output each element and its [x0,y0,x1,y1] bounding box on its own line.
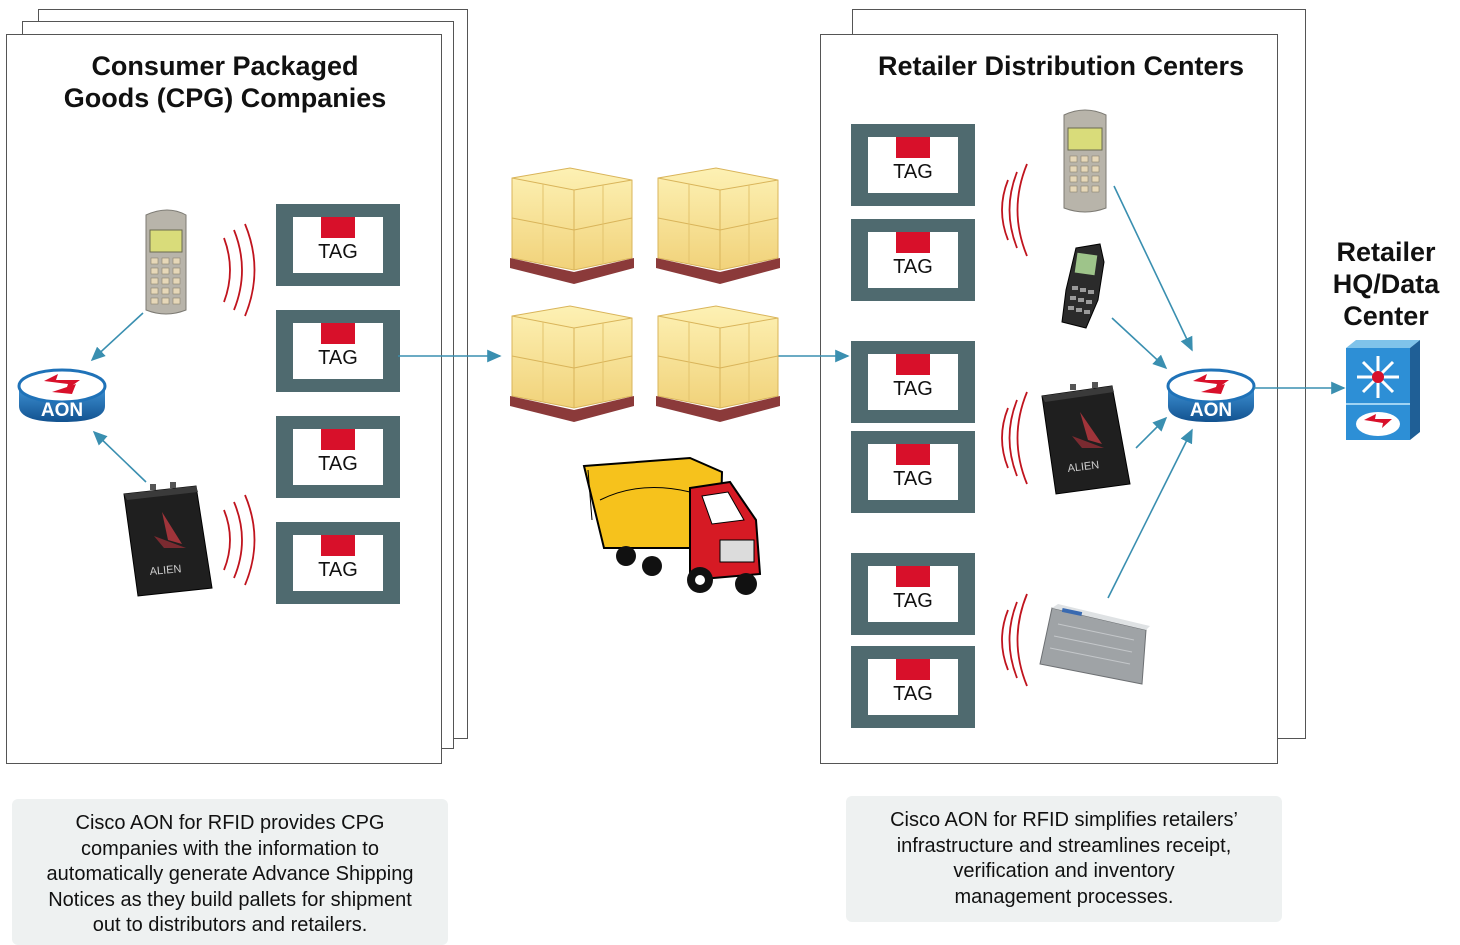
caption-line: verification and inventory [953,860,1175,882]
left-signal-waves-1 [223,223,256,317]
caption-line: Cisco AON for RFID provides CPG [75,812,385,834]
truck-icon [582,456,762,595]
tag-label: TAG [893,378,933,400]
right-tag-3: TAG [851,341,975,423]
alien-reader-icon: ALIEN [123,482,213,597]
pallet-icon-1 [510,167,634,284]
caption-line: out to distributors and retailers. [92,914,368,936]
right-aon-router-icon: AON [1166,368,1256,422]
right-signal-waves-1 [1001,163,1028,257]
tag-label: TAG [318,559,358,581]
tag-label: TAG [318,453,358,475]
right-alien-reader-icon: ALIEN [1041,382,1131,495]
mobile-computer-icon [1061,243,1105,329]
right-title-text: Retailer Distribution Centers [877,51,1245,81]
handheld-reader-icon [145,209,187,315]
arrow-alien-to-aon [92,430,147,483]
right-aon-label: AON [1190,400,1232,421]
right-handheld-reader-icon [1063,109,1107,213]
left-tag-3: TAG [276,416,400,498]
pallet-icon-3 [510,305,634,422]
tag-label: TAG [318,347,358,369]
right-tag-6: TAG [851,646,975,728]
arrow-mobile-to-aon [1111,317,1168,370]
left-panel-title: Consumer Packaged Goods (CPG) Companies [20,50,430,114]
left-tag-4: TAG [276,522,400,604]
right-signal-waves-2 [1001,391,1028,485]
tag-label: TAG [893,683,933,705]
tag-label: TAG [893,590,933,612]
left-signal-waves-2 [223,494,256,586]
tag-label: TAG [893,468,933,490]
pallet-icon-4 [656,305,780,422]
hq-line1: Retailer [1336,237,1436,267]
left-caption: Cisco AON for RFID provides CPG companie… [12,799,448,945]
left-tag-1: TAG [276,204,400,286]
right-signal-waves-3 [1001,593,1028,687]
tag-label: TAG [893,256,933,278]
tag-label: TAG [893,161,933,183]
left-tag-2: TAG [276,310,400,392]
hq-label: Retailer HQ/Data Center [1316,236,1456,332]
gateway-reader-icon [1039,604,1150,685]
caption-line: companies with the information to [81,837,379,860]
pallet-icon-2 [656,167,780,284]
right-tag-1: TAG [851,124,975,206]
left-aon-router-icon: AON [17,368,107,422]
left-title-line2: Goods (CPG) Companies [63,83,387,113]
arrow-alien-to-aon-right [1135,416,1168,449]
arrow-handheld-to-aon [1113,185,1193,352]
caption-line: management processes. [954,885,1174,908]
right-tag-2: TAG [851,219,975,301]
arrow-gateway-to-aon [1107,428,1193,599]
right-caption: Cisco AON for RFID simplifies retailers’… [846,796,1282,922]
alien-brand-text: ALIEN [149,563,182,578]
tag-label: TAG [318,241,358,263]
left-title-line1: Consumer Packaged [91,51,359,81]
right-tag-4: TAG [851,431,975,513]
data-center-switch-icon [1346,340,1420,440]
hq-line2: HQ/Data [1332,269,1440,299]
caption-line: automatically generate Advance Shipping [46,863,414,885]
caption-line: infrastructure and streamlines receipt, [896,834,1232,857]
left-aon-label: AON [41,400,83,421]
hq-line3: Center [1343,301,1429,331]
caption-line: Notices as they build pallets for shipme… [48,888,412,911]
right-alien-brand-text: ALIEN [1067,459,1100,475]
right-panel-title: Retailer Distribution Centers [830,50,1292,82]
arrow-reader-to-aon [90,312,144,362]
right-tag-5: TAG [851,553,975,635]
caption-line: Cisco AON for RFID simplifies retailers’ [890,809,1238,831]
